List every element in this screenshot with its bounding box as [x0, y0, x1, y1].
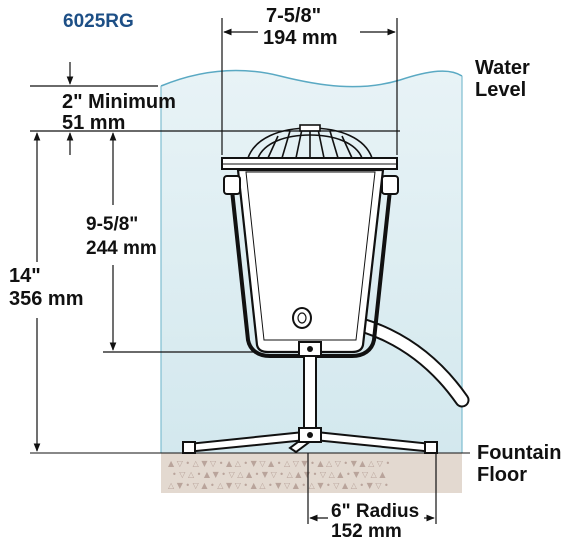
total-height-mm: 356 mm	[9, 288, 84, 310]
radius-dimension	[307, 453, 437, 524]
stand-stem	[303, 355, 317, 437]
total-height-inches: 14"	[9, 265, 41, 287]
width-inches: 7-5/8"	[266, 5, 322, 27]
min-depth-mm: 51 mm	[62, 112, 126, 134]
min-depth-inches: 2" Minimum	[62, 91, 176, 113]
grille-dome	[247, 124, 373, 159]
fountain-floor	[161, 453, 462, 493]
svg-text:• ▽ △ • ▲ ▼ • ▽ △ ▲ • ▼ ▽ • △: • ▽ △ • ▲ ▼ • ▽ △ ▲ • ▼ ▽ • △ ▲ ▼ • ▽ △ …	[172, 470, 386, 479]
tripod-base	[182, 427, 438, 454]
floor-texture: ▲ ▽ • △ ▼ ▽ • ▲ △ • ▼ ▽ ▲ • △ ▽ ▼ • ▲ △ …	[168, 459, 390, 490]
fountain-floor-label-line2: Floor	[477, 464, 527, 486]
water-level-label-line2: Level	[475, 79, 527, 101]
water-level-label-line1: Water	[475, 57, 530, 79]
width-dimension	[221, 18, 398, 155]
pivot-knob-left	[223, 175, 241, 195]
svg-text:△ ▼ • ▽ ▲ • △ ▼ ▽ • ▲ △ • ▼ ▽: △ ▼ • ▽ ▲ • △ ▼ ▽ • ▲ △ • ▼ ▽ ▲ • △ ▼ • …	[168, 481, 389, 490]
svg-text:▲ ▽ • △ ▼ ▽ • ▲ △ • ▼ ▽ ▲ • △: ▲ ▽ • △ ▼ ▽ • ▲ △ • ▼ ▽ ▲ • △ ▽ ▼ • ▲ △ …	[168, 459, 390, 468]
fountain-floor-label-line1: Fountain	[477, 442, 562, 464]
width-mm: 194 mm	[263, 27, 338, 49]
min-depth-dimension	[30, 62, 400, 155]
water-surface-line	[160, 69, 463, 88]
model-number: 6025RG	[63, 11, 134, 32]
cable-gland	[292, 307, 312, 329]
fixture-height-mm: 244 mm	[86, 238, 157, 259]
pivot-knob-right	[381, 175, 399, 195]
radius-inches: 6" Radius	[331, 501, 420, 522]
fixture-height-inches: 9-5/8"	[86, 214, 139, 235]
radius-mm: 152 mm	[331, 521, 402, 542]
fixture-housing	[236, 168, 385, 354]
fixture-height-dimension	[103, 132, 256, 353]
